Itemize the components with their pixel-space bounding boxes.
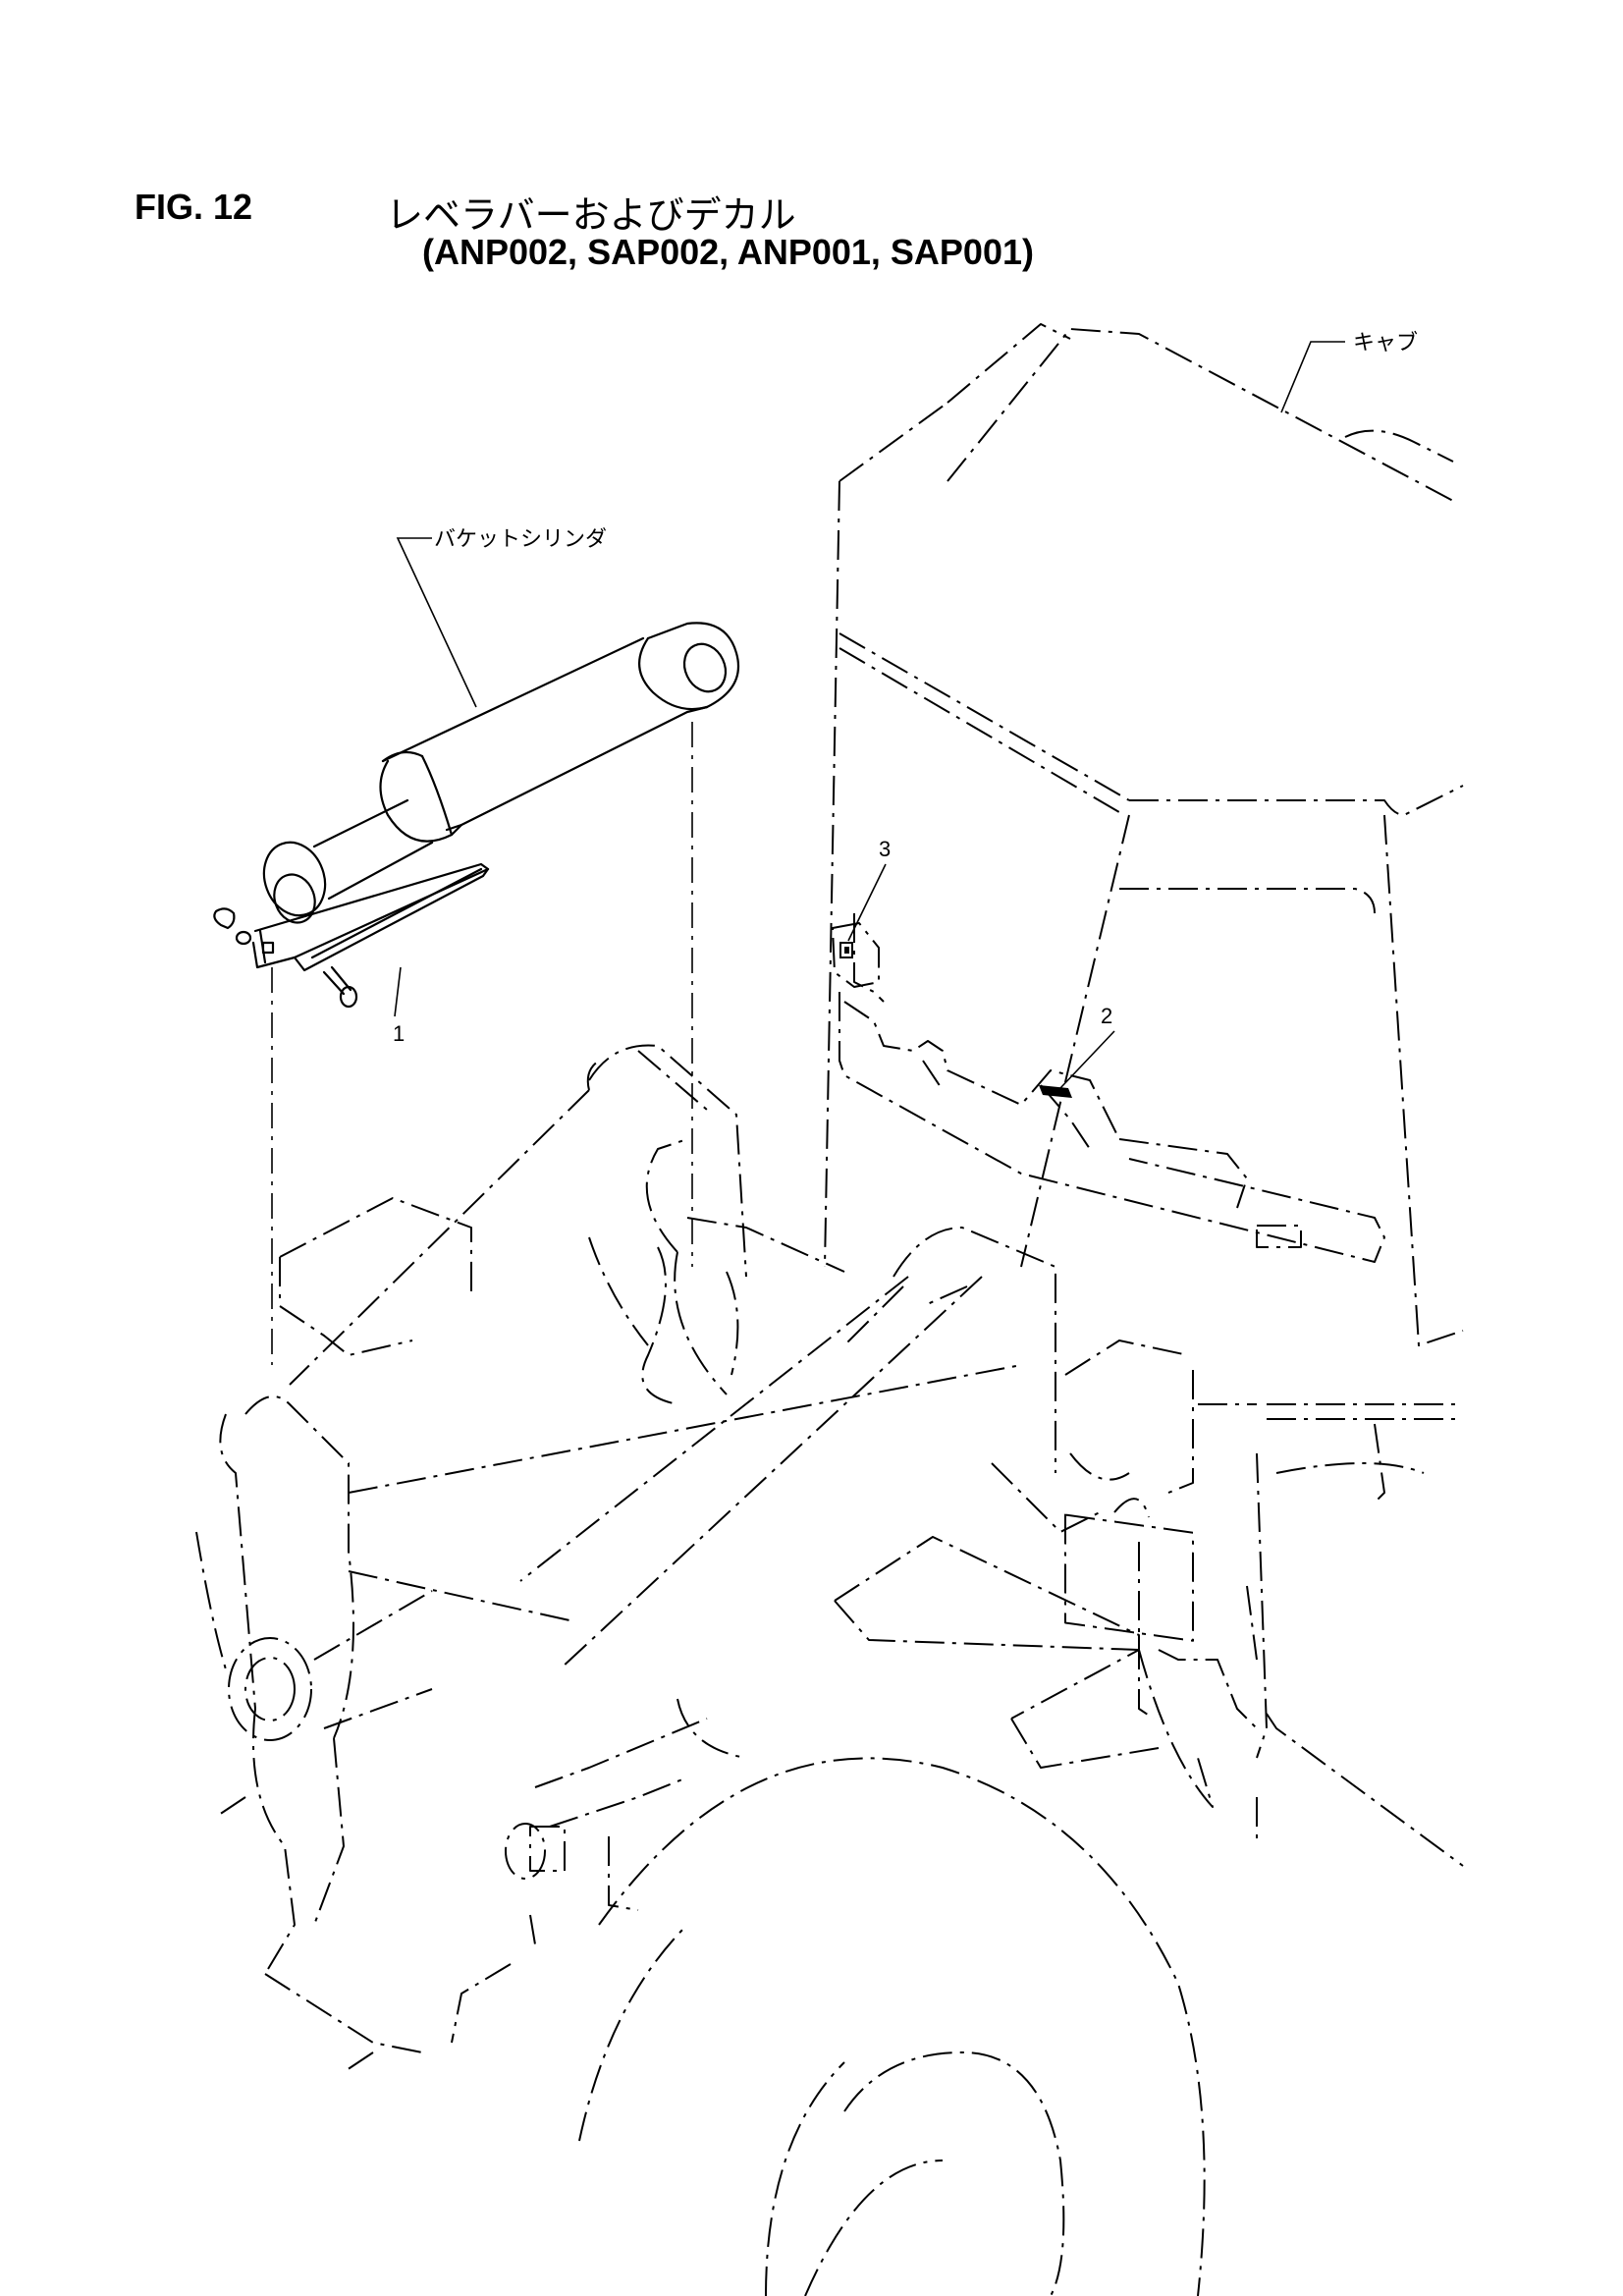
cab-label-text: キャブ [1353,331,1418,355]
leveler-bar [251,862,490,972]
loader-frame [195,1044,1056,2073]
decal-3 [832,922,880,988]
cab-label: キャブ [1280,331,1418,413]
cab-outline [824,323,1464,1346]
fender-and-lamp [834,1339,1464,1867]
decal-2 [1039,1085,1072,1098]
callout-1: 1 [393,966,405,1046]
fastener-hardware [213,907,358,1009]
figure-number: FIG. 12 [135,187,253,227]
callout-2-number: 2 [1101,1004,1112,1028]
bucket-cylinder-label-text: バケットシリンダ [434,527,607,552]
callout-1-number: 1 [393,1021,405,1046]
console-outline [839,913,1385,1263]
figure-title: レベラバーおよびデカル [386,193,796,237]
model-list: (ANP002, SAP002, ANP001, SAP001) [422,232,1034,272]
bucket-cylinder [262,622,740,924]
callout-3-number: 3 [879,837,891,861]
callout-3: 3 [847,837,891,942]
assembly-centerlines [271,722,693,1365]
wheel [451,1698,1206,2296]
callout-2: 2 [1059,1004,1115,1089]
bucket-cylinder-label: バケットシリンダ [396,527,607,708]
